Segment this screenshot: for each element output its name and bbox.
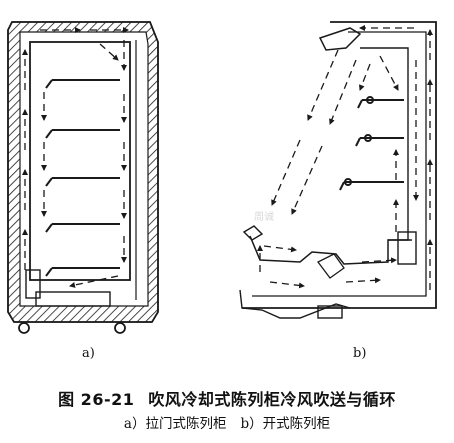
airflow-arrow [99,43,119,61]
shelf-bracket [344,178,352,186]
subcaption-a: a）拉门式陈列柜 [123,416,227,432]
shelf [339,181,404,191]
shelf-bracket [366,96,374,104]
cabinet-a-inner-liner [29,41,131,281]
cabinet-a-fan-box [35,291,111,307]
airflow-arrow [291,145,323,215]
shelf [45,129,120,139]
airflow-arrow [271,139,301,206]
panel-a-label: a) [82,346,95,361]
shelf-bracket [364,134,372,142]
shelf [357,99,404,109]
shelf [45,223,120,233]
cabinet-a-foot-left [18,322,30,334]
airflow-arrow [358,63,371,91]
airflow-arrow [379,55,399,91]
cabinet-b-fan [317,253,345,279]
subcaption-b: b）开式陈列柜 [240,416,331,432]
cabinet-b-tub [249,235,412,265]
cabinet-b-canopy [318,27,362,51]
shelf [45,267,120,277]
airflow-arrow [69,275,119,288]
cabinet-b-inner-wall [252,31,427,297]
cabinet-b-back-panel [360,47,409,241]
watermark: 周诚 [254,212,274,223]
airflow-arrow [269,281,305,289]
cabinet-b-shelves [339,96,404,191]
cabinet-a-foot-right [114,322,126,334]
cabinet-b-drain [317,305,343,319]
figure-caption: 图 26-21 吹风冷却式陈列柜冷风吹送与循环 [0,386,454,410]
cabinet-b-base [239,289,351,319]
shelf [355,137,404,147]
airflow-arrow [263,245,297,253]
panel-b-label: b) [353,346,367,361]
cabinet-b-evaporator [397,231,417,265]
cabinet-a-evaporator [25,269,41,299]
figure-title: 吹风冷却式陈列柜冷风吹送与循环 [148,390,396,409]
cabinet-b [239,21,437,319]
cabinet-b-front-lip [242,225,264,241]
airflow-arrow [307,49,339,121]
shelf [45,79,120,89]
airflow-arrow [361,257,397,264]
figure-number: 图 26-21 [58,390,135,409]
airflow-arrow [329,59,357,125]
shelf [45,177,120,187]
cabinet-a-shelves [45,79,120,277]
figure-subcaption: a）拉门式陈列柜 b）开式陈列柜 [0,412,454,432]
cabinet-a-airflow [22,27,129,288]
cabinet-b-outer-wall [242,21,437,309]
airflow-arrow [345,277,381,284]
cabinet-b-airflow [257,25,433,290]
